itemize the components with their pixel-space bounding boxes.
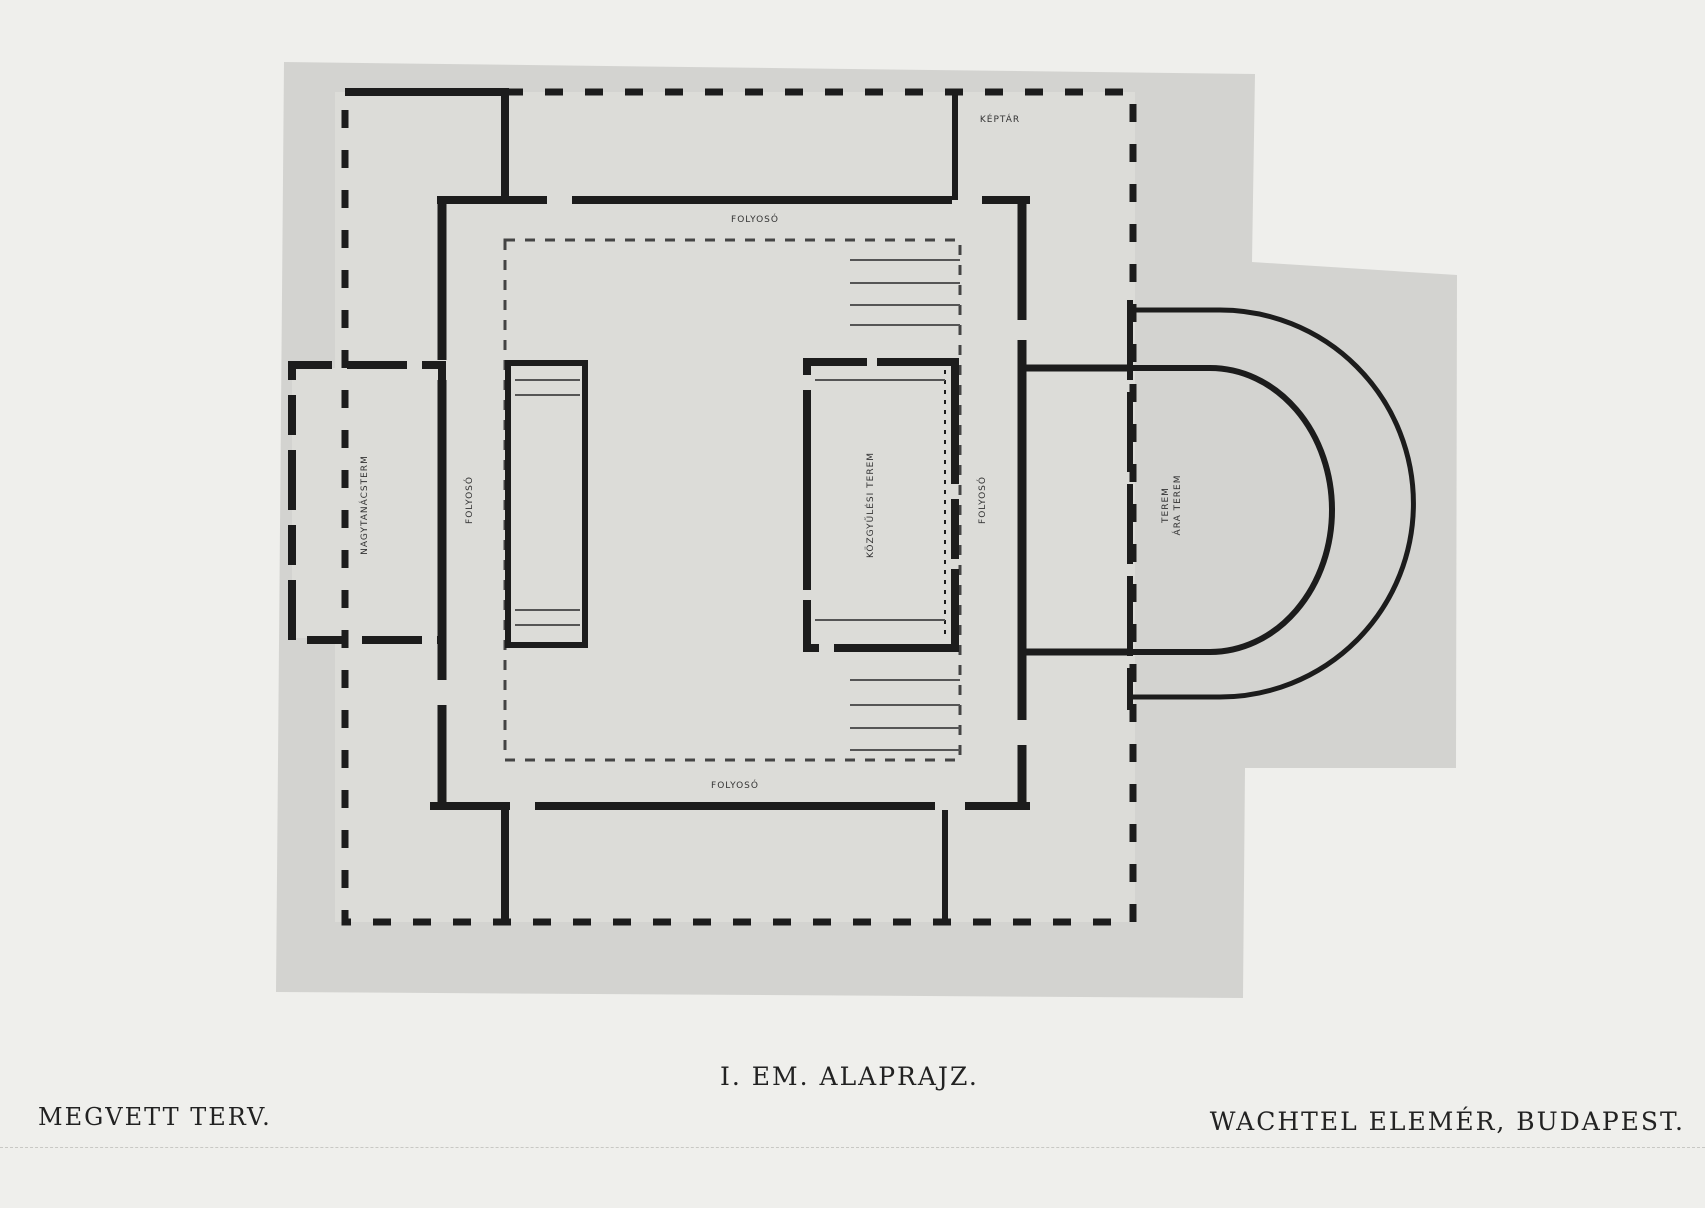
left-hall-floor [292,368,442,638]
assembly-hall [803,358,959,652]
caption-left: MEGVETT TERV. [38,1103,272,1131]
room-labels: NAGYTANÁCSTERM FOLYOSÓ KÖZGYŰLÉSI TEREM … [358,113,1183,791]
building-floor [335,92,1135,922]
plan-title: I. EM. ALAPRAJZ. [720,1062,979,1091]
room-label-corridor-bottom: FOLYOSÓ [711,779,759,791]
left-stair-block [505,360,588,648]
caption-right: WACHTEL ELEMÉR, BUDAPEST. [1209,1107,1685,1136]
room-label-corridor-top: FOLYOSÓ [731,213,779,225]
apse-outer-curve [1130,307,1416,700]
room-label-great-hall: NAGYTANÁCSTERM [358,455,370,555]
page-rule [0,1147,1705,1148]
stair-treads [515,259,960,751]
great-hall [288,361,446,644]
room-label-apse-hall-2: ÁRA TEREM [1171,475,1183,536]
apse-inner-curve [1130,365,1335,655]
walls-layer [288,88,1416,926]
room-label-corridor-left: FOLYOSÓ [463,476,475,524]
room-label-corridor-right: FOLYOSÓ [976,476,988,524]
room-label-apse-hall: TEREM [1161,487,1171,524]
upper-left-wing-wall [345,88,509,200]
room-label-gallery-top: KÉPTÁR [980,113,1020,125]
room-label-assembly: KÖZGYŰLÉSI TEREM [864,452,876,558]
